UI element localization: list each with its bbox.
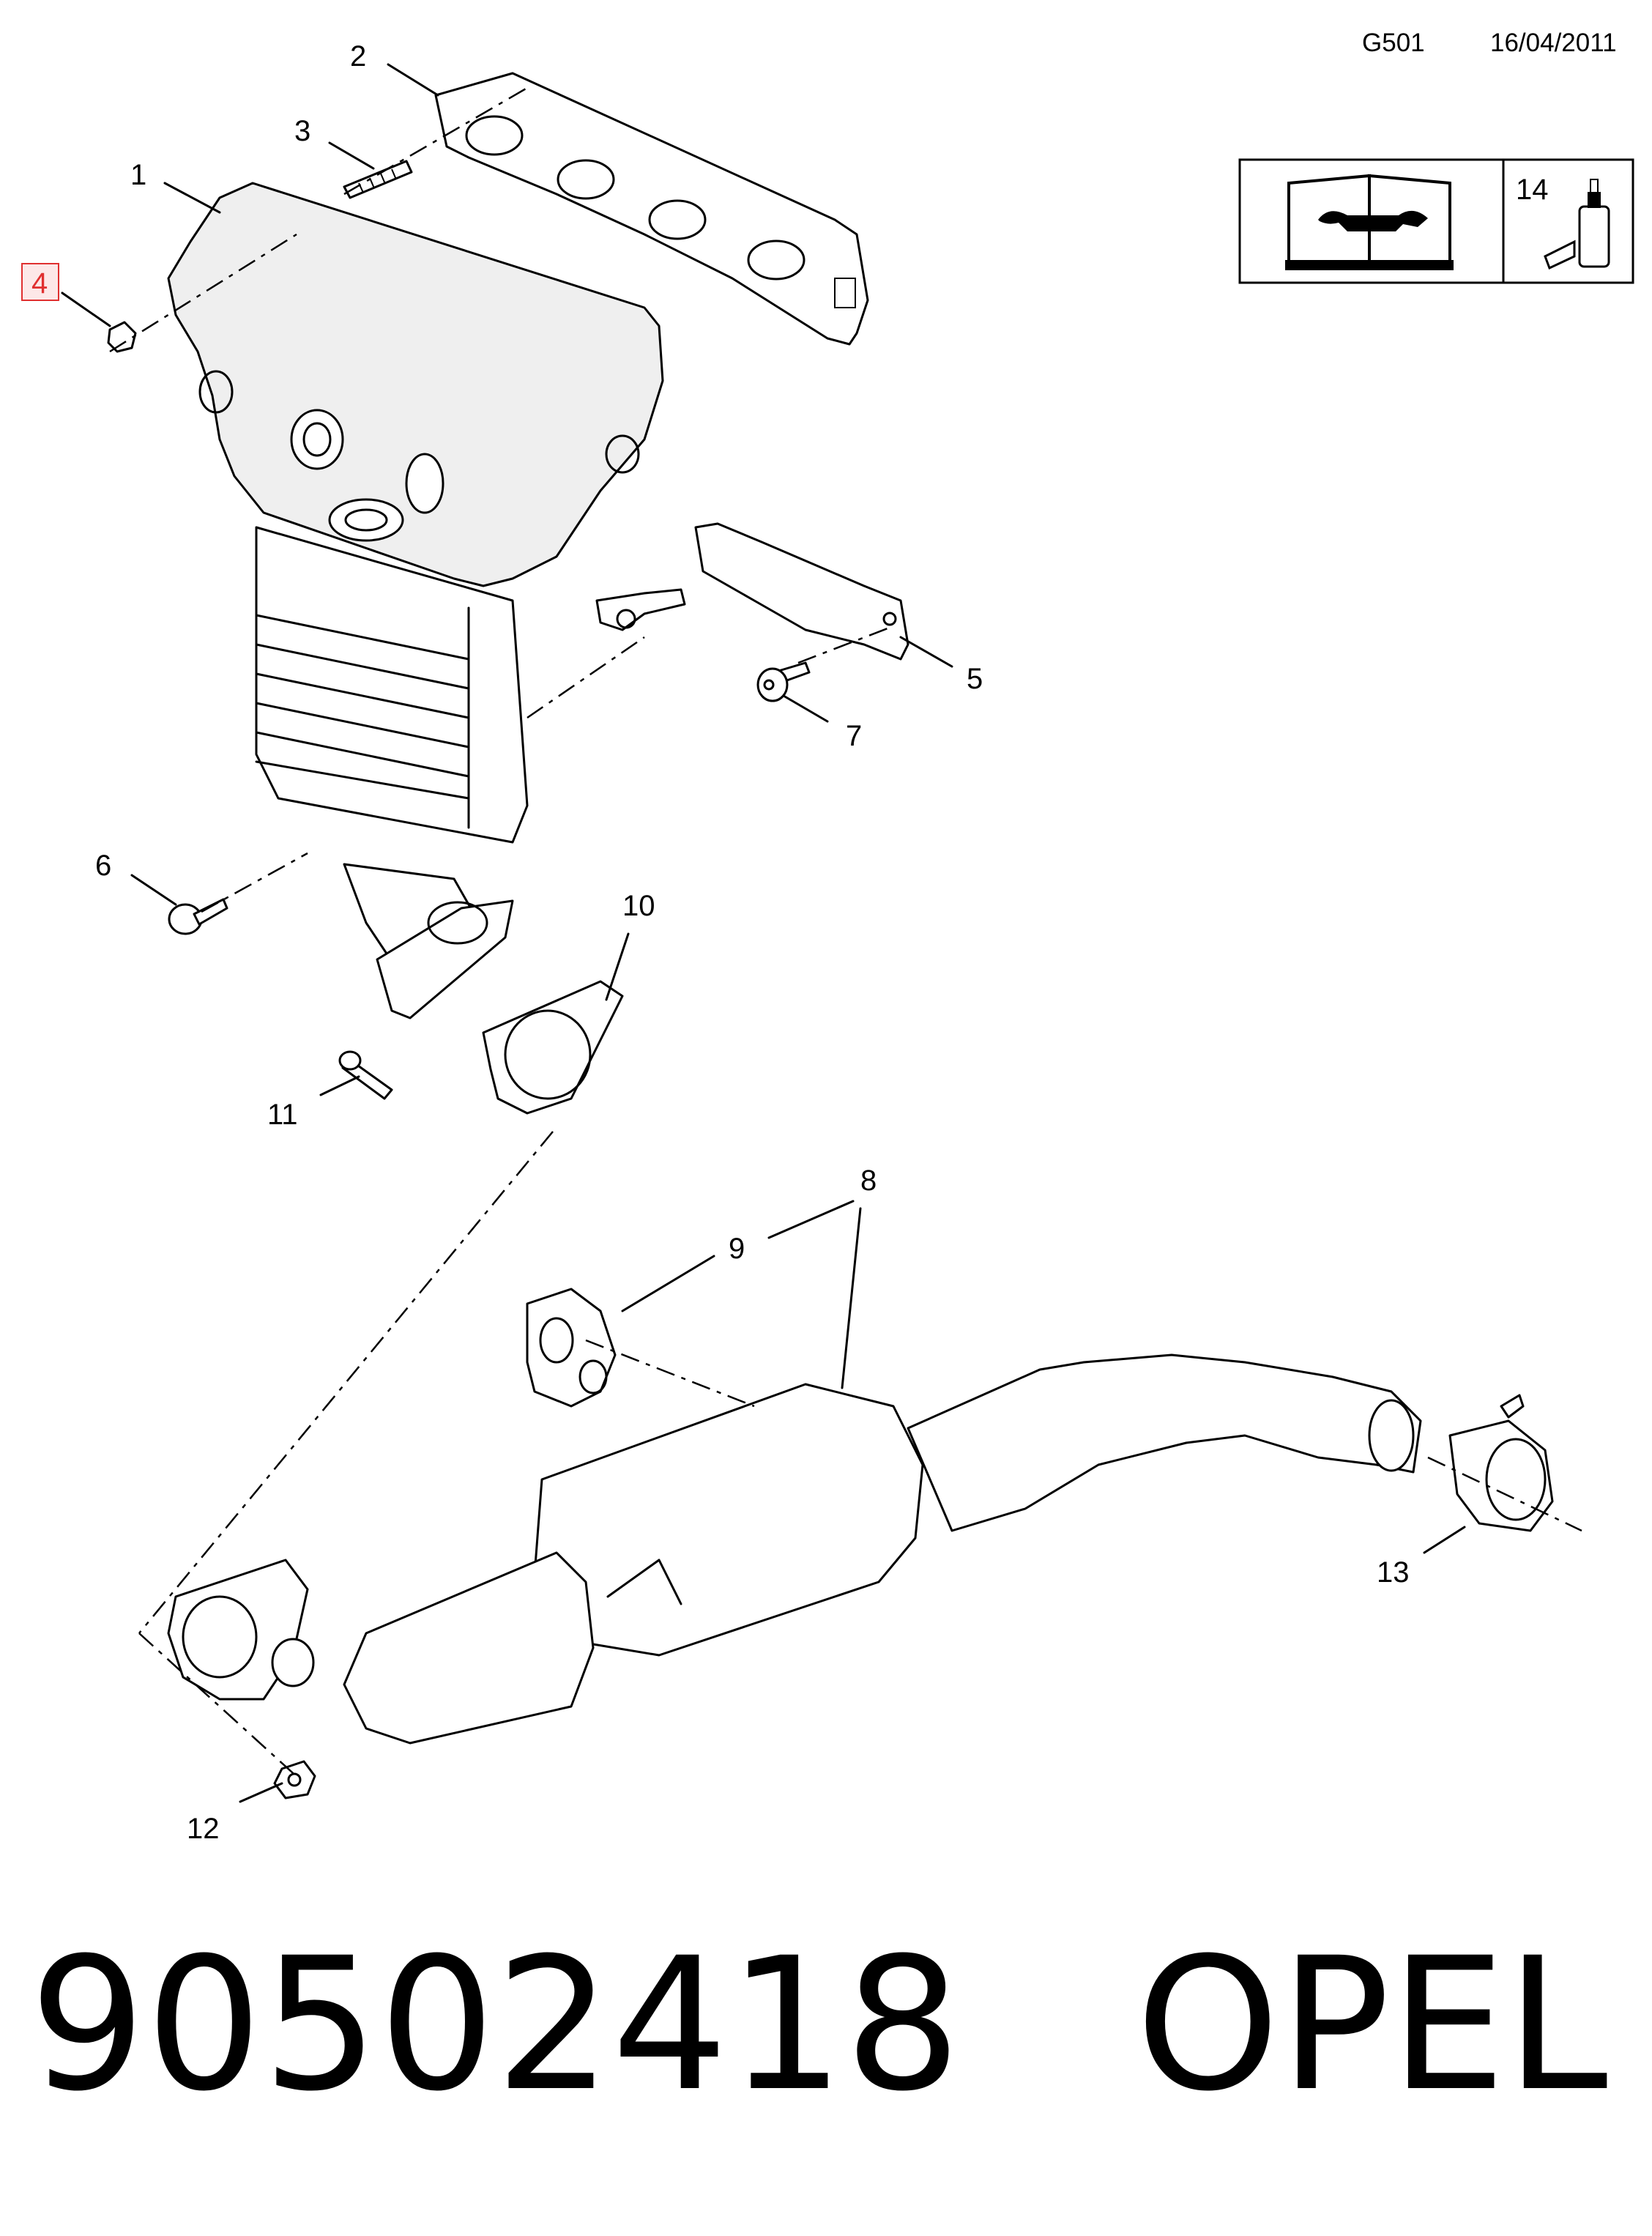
manifold-gasket-part <box>434 72 869 346</box>
tool-reference-box: 14 <box>1238 158 1634 284</box>
callout-10-label: 10 <box>622 890 655 922</box>
leader-line <box>387 63 439 97</box>
callout-8-label: 8 <box>860 1165 877 1197</box>
callout-11-label: 11 <box>267 1099 298 1131</box>
bolt-7-part <box>756 661 811 702</box>
flange-gasket-part <box>482 980 624 1115</box>
repair-manual-icon <box>1285 174 1454 270</box>
leader-line <box>1423 1526 1466 1554</box>
callout-12-label: 12 <box>187 1813 220 1845</box>
callout-4-label: 4 <box>31 267 48 300</box>
leader-line <box>239 1782 283 1803</box>
leader-line <box>328 141 375 170</box>
leader-line <box>899 636 953 668</box>
manifold-catalytic-converter-part <box>167 182 664 1019</box>
assembly-line <box>527 636 645 719</box>
leader-line <box>319 1075 360 1096</box>
assembly-line <box>138 1131 554 1634</box>
callout-6-label: 6 <box>95 850 111 882</box>
rubber-mount-part <box>526 1288 617 1408</box>
callout-5-label: 5 <box>967 663 983 695</box>
diagram-code: G501 <box>1362 29 1425 57</box>
callout-2-label: 2 <box>350 40 366 73</box>
assembly-line <box>797 625 894 664</box>
leader-line <box>841 1207 862 1389</box>
leader-line <box>767 1200 855 1239</box>
leader-line <box>782 694 829 723</box>
front-pipe-converter-part <box>167 1353 1422 1745</box>
bracket-part <box>595 522 909 661</box>
leader-line <box>621 1255 715 1312</box>
leader-line <box>61 291 111 327</box>
assembly-line <box>585 1339 755 1408</box>
leader-line <box>163 182 221 214</box>
part-number-caption: 90502418 OPEL <box>29 1934 1608 2117</box>
callout-4-highlight <box>21 263 59 301</box>
callout-13-label: 13 <box>1377 1556 1410 1589</box>
diagram-date: 16/04/2011 <box>1490 29 1617 57</box>
assembly-line <box>343 86 528 196</box>
brand-name: OPEL <box>1135 1918 1608 2131</box>
stud-part <box>343 160 413 199</box>
callout-7-label: 7 <box>846 720 862 752</box>
bolt-6-part <box>168 898 228 935</box>
part-number: 90502418 <box>29 1918 961 2131</box>
assembly-line <box>1427 1456 1582 1532</box>
assembly-line <box>201 852 308 913</box>
nut-12-part <box>273 1760 316 1799</box>
assembly-line <box>138 1633 301 1780</box>
callout-1-label: 1 <box>130 159 146 191</box>
leader-line <box>605 932 630 1001</box>
clamp-part <box>1448 1394 1554 1532</box>
callout-3-label: 3 <box>294 115 310 147</box>
callout-14-label: 14 <box>1516 174 1549 206</box>
nut-4-part <box>107 321 137 353</box>
stud-11-part <box>338 1050 393 1100</box>
leader-line <box>130 874 177 906</box>
sealant-bottle-icon <box>1544 179 1610 270</box>
callout-9-label: 9 <box>729 1233 745 1265</box>
